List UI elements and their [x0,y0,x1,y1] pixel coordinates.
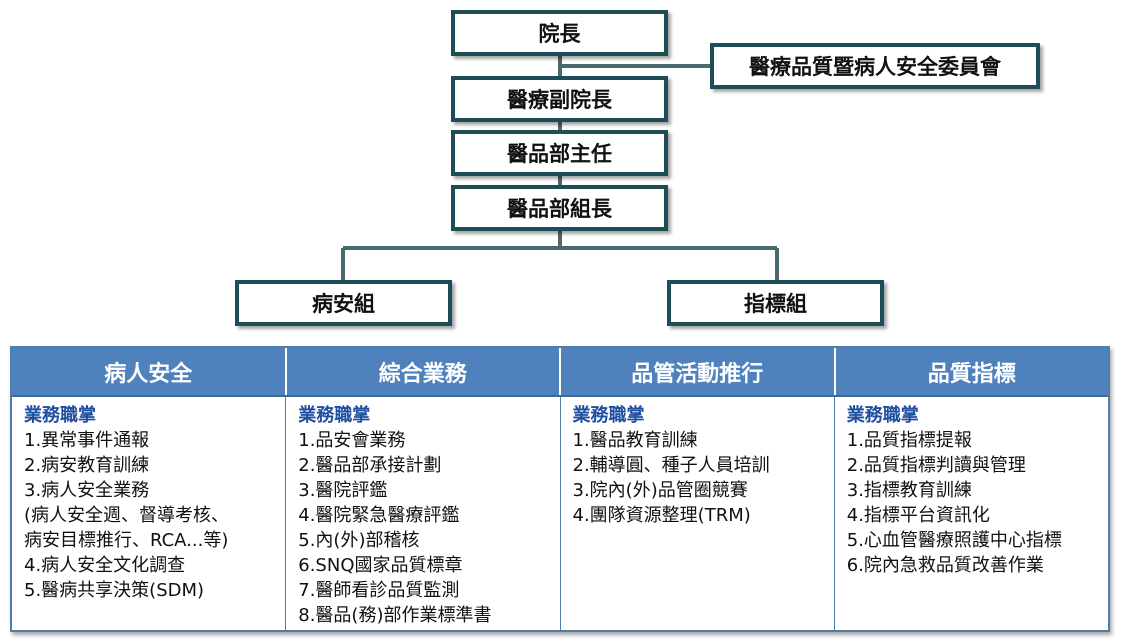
duty-item: 1.品質指標提報 [846,430,972,451]
vice-director-label: 醫療副院長 [507,88,612,112]
duties-table: 病人安全 綜合業務 品管活動推行 品質指標 業務職掌 1.異常事件通報 2.病安… [10,346,1110,632]
patient-safety-group-box: 病安組 [235,280,452,326]
duty-title: 業務職掌 [572,405,645,426]
duty-item: 2.醫品部承接計劃 [298,455,442,476]
duty-item: 5.醫病共享決策(SDM) [24,580,205,601]
patient-safety-group-label: 病安組 [312,292,375,316]
vice-director-box: 醫療副院長 [451,76,668,122]
duty-title: 業務職掌 [298,405,371,426]
duties-table-body: 業務職掌 1.異常事件通報 2.病安教育訓練 3.病人安全業務 (病人安全週、督… [12,395,1108,632]
section-chief-box: 醫品部組長 [451,185,668,231]
duty-item: 6.SNQ國家品質標章 [298,555,463,576]
column-quality-indicators: 業務職掌 1.品質指標提報 2.品質指標判讀與管理 3.指標教育訓練 4.指標平… [835,397,1108,632]
duty-item: 1.品安會業務 [298,430,406,451]
duty-item: 4.醫院緊急醫療評鑑 [298,505,460,526]
director-box: 院長 [451,10,668,56]
dept-head-label: 醫品部主任 [507,142,612,166]
director-label: 院長 [538,22,581,46]
indicator-group-label: 指標組 [744,292,807,316]
column-header-general-affairs: 綜合業務 [287,348,561,395]
duty-item: 3.院內(外)品管圈競賽 [572,480,748,501]
duty-item: 4.病人安全文化調查 [24,555,186,576]
duty-item: 7.醫師看診品質監測 [298,580,460,601]
duty-item: 病安目標推行、RCA...等) [24,530,229,551]
duty-item: 4.團隊資源整理(TRM) [572,505,751,526]
duty-item: 3.病人安全業務 [24,480,150,501]
duty-item: 2.輔導圓、種子人員培訓 [572,455,770,476]
indicator-group-box: 指標組 [667,280,884,326]
dept-head-box: 醫品部主任 [451,130,668,176]
duty-item: 3.醫院評鑑 [298,480,388,501]
duty-item: 8.醫品(務)部作業標準書 [298,605,492,626]
duties-table-header: 病人安全 綜合業務 品管活動推行 品質指標 [12,348,1108,395]
duty-item: 2.病安教育訓練 [24,455,150,476]
duty-item: 2.品質指標判讀與管理 [846,455,1026,476]
duty-item: 4.指標平台資訊化 [846,505,990,526]
column-general-affairs: 業務職掌 1.品安會業務 2.醫品部承接計劃 3.醫院評鑑 4.醫院緊急醫療評鑑… [286,397,561,632]
duty-item: (病人安全週、督導考核、 [24,505,230,526]
duty-item: 5.內(外)部稽核 [298,530,420,551]
duty-item: 1.醫品教育訓練 [572,430,698,451]
column-header-qc-activities: 品管活動推行 [561,348,836,395]
column-header-quality-indicators: 品質指標 [927,361,1016,387]
duty-item: 1.異常事件通報 [24,430,150,451]
column-header-patient-safety: 病人安全 [12,348,287,395]
duty-title: 業務職掌 [24,405,96,426]
duty-title: 業務職掌 [846,405,919,426]
duty-item: 3.指標教育訓練 [846,480,972,501]
section-chief-label: 醫品部組長 [507,197,612,221]
committee-box: 醫療品質暨病人安全委員會 [710,43,1040,89]
committee-label: 醫療品質暨病人安全委員會 [749,55,1001,79]
duty-item: 6.院內急救品質改善作業 [846,555,1044,576]
column-qc-activities: 業務職掌 1.醫品教育訓練 2.輔導圓、種子人員培訓 3.院內(外)品管圈競賽 … [561,397,835,632]
duty-item: 5.心血管醫療照護中心指標 [846,530,1062,551]
column-patient-safety: 業務職掌 1.異常事件通報 2.病安教育訓練 3.病人安全業務 (病人安全週、督… [12,397,287,632]
